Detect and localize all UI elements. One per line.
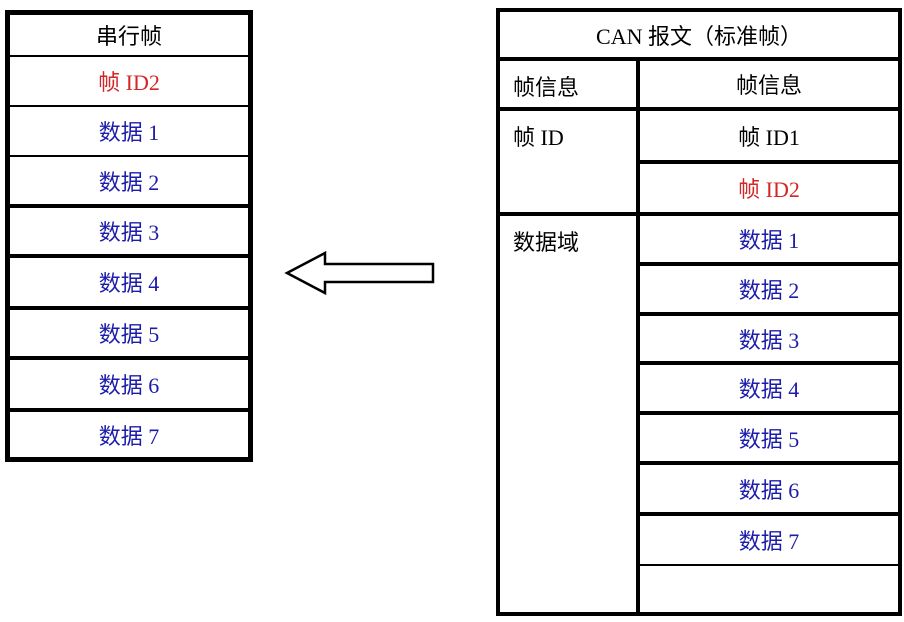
cell-label: 数据 2 [98, 169, 160, 195]
cell-label: 数据 2 [738, 278, 800, 303]
can-table-title: CAN 报文（标准帧） [500, 12, 898, 61]
table-row: 数据 6 [10, 360, 248, 412]
table-row: 数据 7 [640, 516, 898, 566]
can-table-value-column: 帧信息 帧 ID1 帧 ID2 数据 1 数据 2 数据 3 数 [640, 61, 898, 612]
table-row: 数据 4 [10, 258, 248, 310]
cell-label: 数据 1 [738, 228, 800, 253]
table-row: 数据 7 [10, 412, 248, 457]
cell-label: 帧 ID2 [738, 177, 800, 202]
table-row: 数据 2 [640, 266, 898, 316]
cell-label: 数据 5 [738, 427, 800, 452]
serial-frame-title-label: 串行帧 [95, 24, 162, 49]
cell-label: 数据 4 [98, 271, 160, 296]
cell-label: 帧信息 [513, 75, 580, 100]
cell-label: 数据 7 [738, 529, 800, 554]
table-row: 数据 2 [10, 157, 248, 208]
table-row: 数据 1 [640, 216, 898, 266]
left-arrow-icon [284, 250, 436, 296]
cell-label: 数据 6 [98, 373, 160, 398]
table-row-empty [640, 566, 898, 612]
table-row: 帧 ID2 [10, 57, 248, 107]
table-row: 数据 4 [640, 365, 898, 415]
table-row: 数据 5 [640, 415, 898, 465]
cell-label: 数据域 [513, 230, 580, 255]
cell-label: 数据 3 [738, 327, 800, 353]
cell-label: 帧 ID1 [738, 124, 800, 150]
cell-label: 数据 7 [98, 423, 160, 449]
cell-label: 数据 3 [98, 220, 160, 245]
table-row: 帧信息 [640, 61, 898, 111]
cell-label: 数据 4 [738, 377, 800, 402]
field-cell: 帧 ID [500, 111, 636, 216]
cell-label: 数据 5 [98, 322, 160, 347]
field-cell: 帧信息 [500, 61, 636, 111]
cell-label: 数据 1 [98, 120, 160, 145]
can-table-field-column: 帧信息 帧 ID 数据域 [500, 61, 640, 612]
cell-label: 数据 6 [738, 477, 800, 503]
table-row: 帧 ID2 [640, 164, 898, 216]
table-row: 数据 5 [10, 310, 248, 360]
field-cell: 数据域 [500, 216, 636, 612]
table-row: 数据 6 [640, 465, 898, 516]
can-message-table: CAN 报文（标准帧） 帧信息 帧 ID 数据域 帧信息 帧 ID1 [496, 8, 902, 616]
table-row: 数据 3 [640, 316, 898, 365]
table-row: 数据 1 [10, 107, 248, 157]
cell-label: 帧 ID [513, 125, 564, 150]
cell-label: 帧信息 [735, 73, 802, 98]
table-row: 帧 ID1 [640, 111, 898, 164]
can-table-body: 帧信息 帧 ID 数据域 帧信息 帧 ID1 帧 ID2 [500, 61, 898, 612]
cell-label: 帧 ID2 [98, 70, 160, 95]
serial-frame-table: 串行帧 帧 ID2 数据 1 数据 2 数据 3 数据 4 数据 5 数据 6 … [5, 10, 253, 462]
can-table-title-label: CAN 报文（标准帧） [596, 23, 802, 49]
serial-frame-title: 串行帧 [10, 15, 248, 57]
table-row: 数据 3 [10, 208, 248, 258]
